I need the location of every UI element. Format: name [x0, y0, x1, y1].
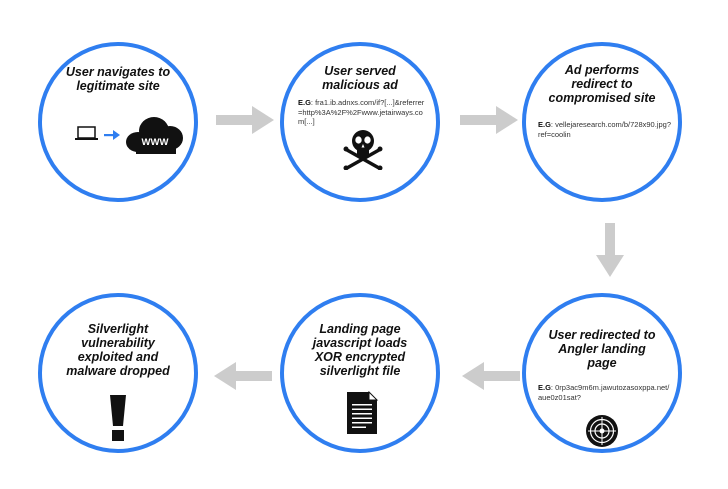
- step-3-title-line-1: Ad performs: [564, 63, 640, 77]
- arrow-step1-to-step2: [216, 106, 274, 134]
- step-5-title-line-4: silverlight file: [319, 364, 401, 378]
- step-5-title: Landing page javascript loads XOR encryp…: [284, 322, 436, 378]
- step-6-title-line-2: vulnerability: [81, 336, 155, 350]
- exclamation-icon: [110, 395, 126, 441]
- step-1-title-line-2: legitimate site: [76, 79, 160, 93]
- step-2-example-text: fra1.ib.adnxs.com/if?[...]&referrer=http…: [298, 98, 425, 126]
- step-5-title-line-3: XOR encrypted: [314, 350, 406, 364]
- step-2-example-label: E.G: [298, 98, 311, 107]
- step-2-node: User served malicious ad E.G: fra1.ib.ad…: [280, 42, 440, 202]
- step-4-node: User redirected to Angler landing page E…: [522, 293, 682, 453]
- www-cloud-label: WWW: [142, 137, 169, 148]
- laptop-icon: [75, 126, 98, 140]
- arrow-step3-to-step4: [596, 223, 624, 277]
- step-2-example-url: E.G: fra1.ib.adnxs.com/if?[...]&referrer…: [298, 98, 425, 126]
- step-3-title-line-3: compromised site: [548, 91, 656, 105]
- step-3-title-line-2: redirect to: [571, 77, 633, 91]
- step-6-node: Silverlight vulnerability exploited and …: [38, 293, 198, 453]
- step-4-example-label: E.G: [538, 383, 551, 392]
- step-5-node: Landing page javascript loads XOR encryp…: [280, 293, 440, 453]
- step-4-title: User redirected to Angler landing page: [526, 328, 678, 370]
- arrow-step2-to-step3: [460, 106, 518, 134]
- document-icon: [347, 391, 379, 434]
- arrow-step5-to-step6: [214, 362, 272, 390]
- step-6-title: Silverlight vulnerability exploited and …: [42, 322, 194, 378]
- step-6-title-line-3: exploited and: [77, 350, 159, 364]
- blue-arrow-icon: [104, 130, 120, 140]
- step-3-example-text: vellejaresearch.com/b/728x90.jpg?ref=coo…: [538, 120, 671, 139]
- step-4-title-line-1: User redirected to: [548, 328, 656, 342]
- www-cloud-icon: WWW: [126, 117, 183, 154]
- step-4-title-line-2: Angler landing: [558, 342, 646, 356]
- step-6-title-line-1: Silverlight: [87, 322, 149, 336]
- step-1-title-line-1: User navigates to: [65, 65, 171, 79]
- step-4-example-text: 0rp3ac9m6m.jawutozasoxppa.net/aue0z01sat…: [538, 383, 670, 402]
- step-1-node: User navigates to legitimate site WWW: [38, 42, 198, 202]
- step-3-title: Ad performs redirect to compromised site: [526, 63, 678, 105]
- step-4-title-line-3: page: [587, 356, 617, 370]
- step-5-title-line-2: javascript loads: [312, 336, 408, 350]
- step-4-example-url: E.G: 0rp3ac9m6m.jawutozasoxppa.net/aue0z…: [538, 383, 670, 402]
- skull-crossbones-icon: [343, 130, 383, 170]
- step-3-example-label: E.G: [538, 120, 551, 129]
- step-3-node: Ad performs redirect to compromised site…: [522, 42, 682, 202]
- target-icon: [586, 415, 618, 447]
- step-2-title-line-2: malicious ad: [322, 78, 398, 92]
- step-5-title-line-1: Landing page: [319, 322, 401, 336]
- step-2-title-line-1: User served: [324, 64, 396, 78]
- step-6-title-line-4: malware dropped: [66, 364, 170, 378]
- step-2-title: User served malicious ad: [284, 64, 436, 92]
- step-3-example-url: E.G: vellejaresearch.com/b/728x90.jpg?re…: [538, 120, 671, 139]
- arrow-step4-to-step5: [462, 362, 520, 390]
- step-1-title: User navigates to legitimate site: [42, 65, 194, 93]
